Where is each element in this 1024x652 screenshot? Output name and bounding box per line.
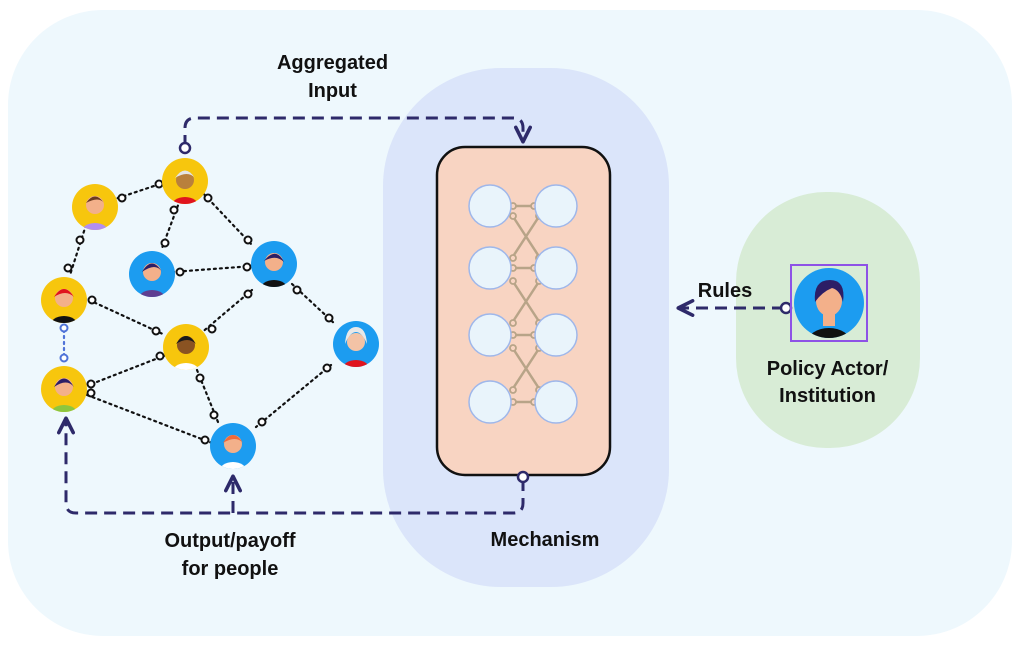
person-avatar-icon <box>163 324 209 370</box>
person-avatar-icon <box>162 158 208 204</box>
output-payoff-label-line1: Output/payoff <box>164 530 296 552</box>
person-avatar-icon <box>129 251 175 297</box>
mechanism-label: Mechanism <box>490 529 600 551</box>
person-avatar-icon <box>333 321 379 367</box>
person-avatar-icon <box>210 423 256 469</box>
output-payoff-arrow <box>57 416 525 515</box>
policy-actor-avatar-icon <box>790 264 868 342</box>
policy-actor-label-line2: Institution <box>779 385 876 407</box>
person-avatar-icon <box>72 184 118 230</box>
policy-actor-label-line1: Policy Actor/ <box>766 358 889 380</box>
aggregated-input-label-line2: Input <box>308 80 357 102</box>
output-payoff-label-line2: for people <box>181 558 279 580</box>
mechanism-box <box>435 145 612 477</box>
aggregated-input-arrow <box>183 116 532 147</box>
person-avatar-icon <box>41 366 87 412</box>
aggregated-input-label-line1: Aggregated <box>276 52 389 74</box>
network-nodes <box>468 184 578 424</box>
person-avatar-icon <box>251 241 297 287</box>
person-avatar-icon <box>41 277 87 323</box>
rules-label: Rules <box>697 280 753 302</box>
